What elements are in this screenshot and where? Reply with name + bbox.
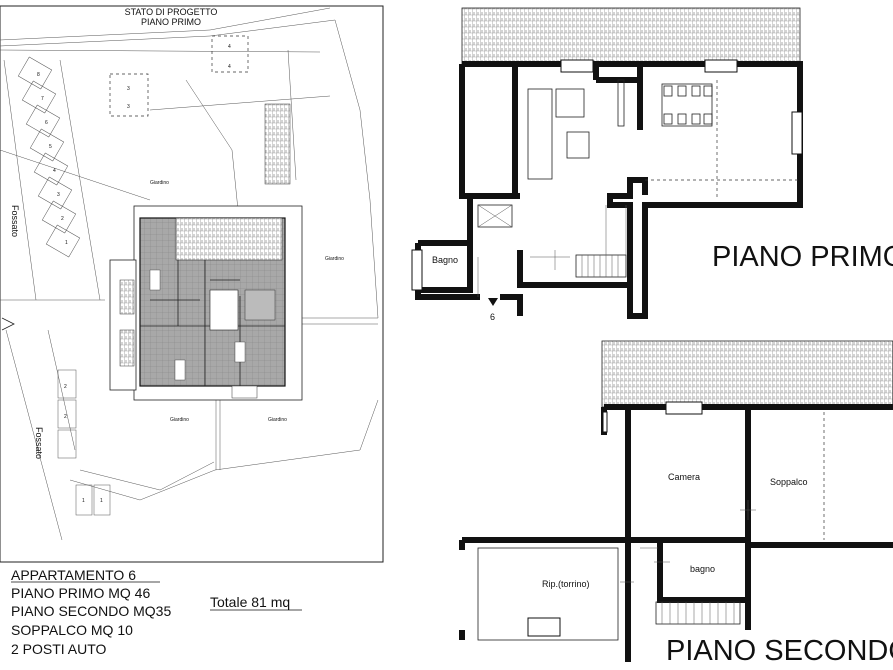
unit-marker: 6 — [490, 312, 495, 322]
canal-label: Fossato — [10, 205, 20, 237]
stairs — [655, 601, 741, 625]
svg-text:3: 3 — [127, 86, 130, 92]
summary-mezzanine: SOPPALCO MQ 10 — [11, 622, 133, 638]
summary-first-floor: PIANO PRIMO MQ 46 — [11, 585, 150, 601]
dining-table — [661, 83, 713, 127]
garden-label: Giardino — [150, 180, 169, 186]
garden-label: Giardino — [170, 417, 189, 423]
svg-text:8: 8 — [37, 72, 40, 78]
window — [411, 249, 423, 291]
room-bagno: Bagno — [432, 255, 458, 265]
path-line — [288, 317, 378, 325]
window — [791, 111, 803, 155]
room-soppalco: Soppalco — [770, 477, 808, 487]
boundary-line — [0, 149, 151, 301]
window — [560, 59, 594, 73]
stairs — [575, 205, 627, 278]
summary-apartment: APPARTAMENTO 6 — [11, 567, 136, 583]
boundary-line — [0, 7, 331, 41]
roof-hatch — [461, 7, 801, 65]
building-footprint — [109, 205, 303, 401]
svg-text:2: 2 — [64, 414, 67, 420]
summary-block: APPARTAMENTO 6 PIANO PRIMO MQ 46 PIANO S… — [11, 567, 302, 657]
door-swing — [620, 500, 756, 583]
site-plan-subtitle: PIANO PRIMO — [141, 17, 201, 27]
door-swing — [477, 250, 570, 297]
svg-text:7: 7 — [41, 96, 44, 102]
boundary-line — [0, 49, 331, 111]
room-camera: Camera — [668, 472, 700, 482]
summary-total: Totale 81 mq — [210, 594, 290, 610]
dashed-line — [645, 80, 800, 200]
parking-row-numbers: 8 7 6 5 4 3 2 1 — [37, 72, 68, 246]
room-bagno-second: bagno — [690, 564, 715, 574]
svg-text:4: 4 — [228, 44, 231, 50]
coffee-table — [566, 131, 590, 159]
pergola — [264, 103, 291, 185]
parking-row-top — [17, 56, 81, 258]
unit-marker-arrow — [488, 298, 498, 306]
parking-spaces: 4 4 3 3 2 2 1 1 — [64, 35, 249, 504]
garden-label: Giardino — [325, 256, 344, 262]
arrow-icon — [1, 317, 15, 331]
roof-hatch — [601, 340, 893, 408]
site-plan-title: STATO DI PROGETTO — [125, 7, 218, 17]
canal-label: Fossato — [34, 427, 44, 459]
sofa — [527, 88, 553, 180]
boundary-line — [0, 19, 379, 319]
site-plan-frame — [0, 5, 384, 563]
boundary-line — [69, 399, 379, 501]
parking-row-bottom — [57, 369, 111, 516]
window — [527, 617, 561, 637]
room-outline — [477, 547, 619, 641]
site-plan: STATO DI PROGETTO PIANO PRIMO 8 7 6 — [0, 5, 384, 563]
first-floor-plan: Bagno 6 PIANO PRIMO — [411, 7, 893, 322]
floor-heading-second: PIANO SECONDO — [666, 635, 893, 667]
path-line — [185, 49, 297, 211]
svg-text:4: 4 — [53, 168, 56, 174]
canal-edge — [3, 59, 101, 301]
svg-text:1: 1 — [100, 498, 103, 504]
path-line — [79, 461, 215, 491]
svg-text:3: 3 — [57, 192, 60, 198]
second-floor-plan: Camera Soppalco bagno Rip.(torrino) PIAN… — [455, 340, 893, 670]
svg-text:2: 2 — [64, 384, 67, 390]
floor-heading-first: PIANO PRIMO — [712, 241, 893, 273]
window — [704, 59, 738, 73]
svg-text:6: 6 — [45, 120, 48, 126]
room-ripostiglio: Rip.(torrino) — [542, 579, 590, 589]
cabinet — [617, 79, 625, 127]
path-line — [215, 390, 221, 470]
svg-text:1: 1 — [82, 498, 85, 504]
svg-text:1: 1 — [65, 240, 68, 246]
summary-second-floor: PIANO SECONDO MQ35 — [11, 603, 171, 619]
window — [665, 401, 703, 415]
svg-text:4: 4 — [228, 64, 231, 70]
armchair — [555, 88, 585, 118]
svg-text:5: 5 — [49, 144, 52, 150]
summary-parking: 2 POSTI AUTO — [11, 641, 107, 657]
garden-label: Giardino — [268, 417, 287, 423]
lift-shaft — [477, 204, 513, 228]
svg-text:2: 2 — [61, 216, 64, 222]
svg-text:3: 3 — [127, 104, 130, 110]
